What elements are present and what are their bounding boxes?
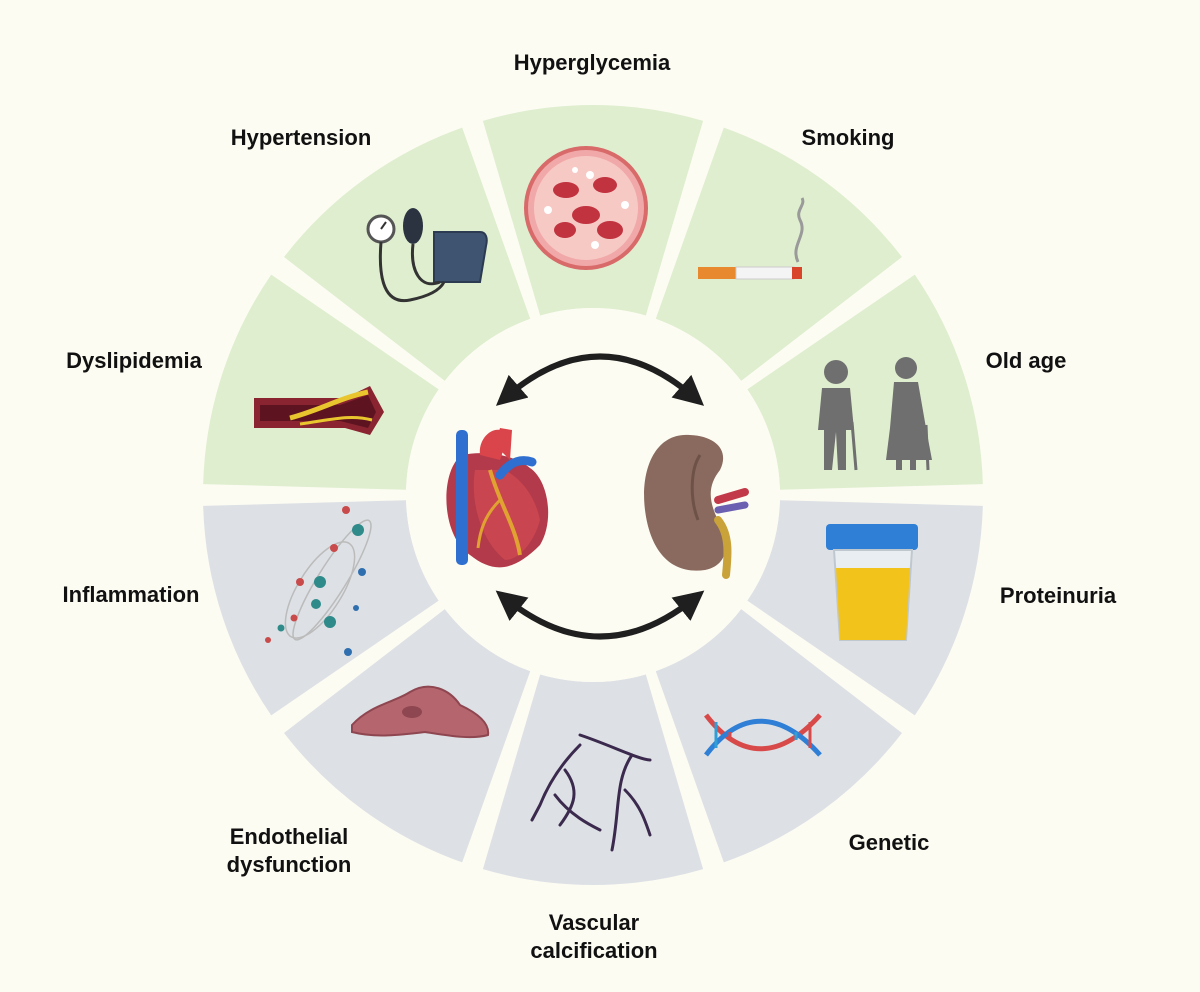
heart-icon <box>446 428 549 568</box>
label-smoking: Smoking <box>801 125 895 150</box>
label-proteinuria: Proteinuria <box>999 583 1117 608</box>
top-arrow <box>495 353 705 406</box>
label-genetic: Genetic <box>848 830 930 855</box>
segment-inflammation <box>203 500 439 716</box>
label-inflammation: Inflammation <box>62 582 200 607</box>
label-line: Endothelial <box>229 824 349 849</box>
calcified-vessels-icon <box>530 733 652 852</box>
segment-smoking <box>655 127 902 381</box>
label-vascular-calcification: Vascular calcification <box>530 909 657 965</box>
elderly-couple-icon <box>818 357 932 471</box>
blood-pressure-cuff-icon <box>366 208 488 303</box>
segment-hypertension <box>284 127 531 381</box>
inflammation-particles-icon <box>265 506 372 656</box>
label-hyperglycemia: Hyperglycemia <box>513 50 671 75</box>
blood-cells-icon <box>524 146 648 270</box>
bottom-arrow <box>495 590 705 640</box>
dna-icon <box>704 713 822 757</box>
cigarette-icon <box>698 197 805 280</box>
label-line: calcification <box>530 938 658 963</box>
label-line: Vascular <box>548 910 640 935</box>
label-old-age: Old age <box>985 348 1067 373</box>
segment-dyslipidemia <box>203 274 439 490</box>
segment-genetic <box>655 609 902 863</box>
label-endothelial-dysfunction: Endothelial dysfunction <box>227 823 352 879</box>
label-line: dysfunction <box>226 852 352 877</box>
label-hypertension: Hypertension <box>230 125 372 150</box>
kidney-icon <box>644 434 749 579</box>
segment-endothelial_dysfunction <box>284 609 531 863</box>
plaque-artery-icon <box>254 386 384 435</box>
label-dyslipidemia: Dyslipidemia <box>66 348 202 373</box>
damaged-tissue-icon <box>351 685 490 739</box>
urine-cup-icon <box>826 524 918 641</box>
